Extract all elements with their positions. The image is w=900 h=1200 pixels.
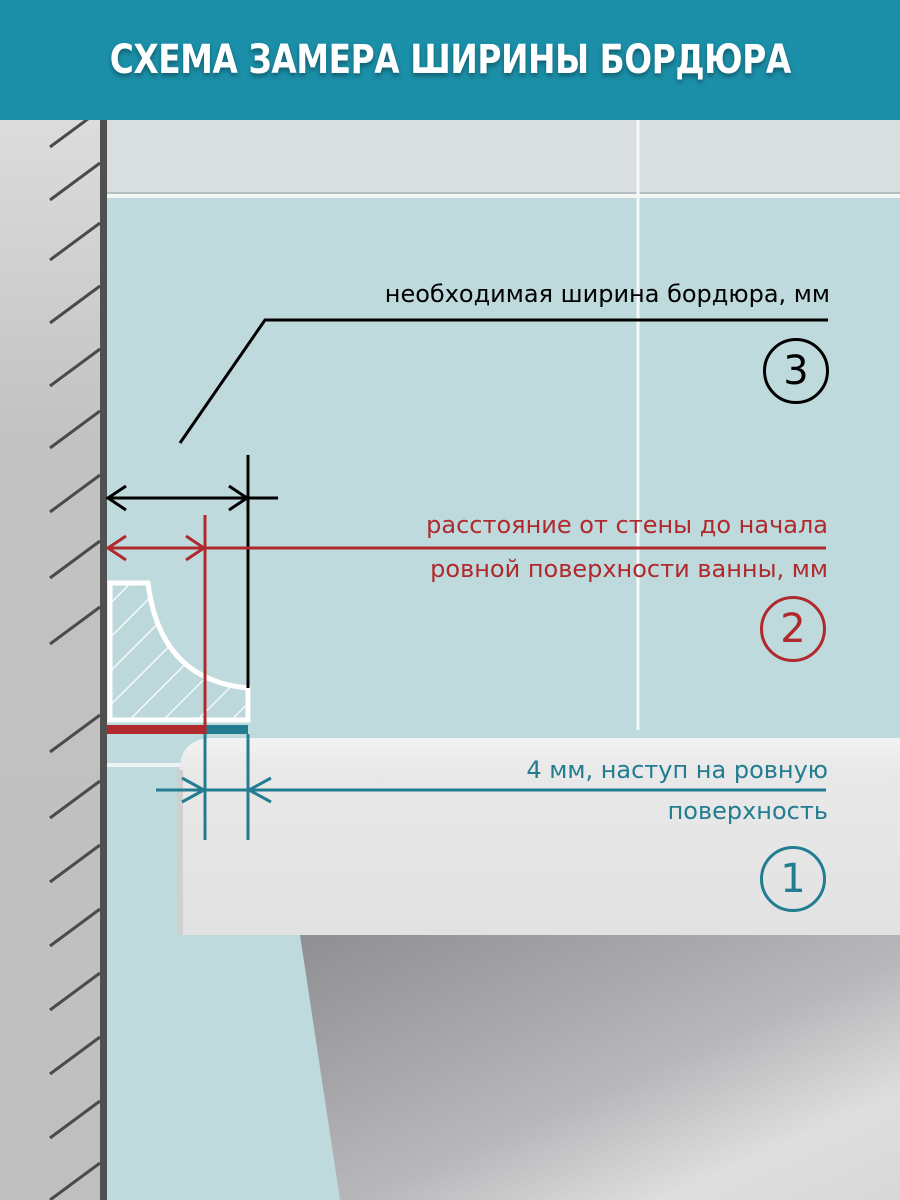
label-overlap-line1: 4 мм, наступ на ровную	[526, 756, 828, 784]
label-wall-distance-line1: расстояние от стены до начала	[426, 511, 828, 539]
label-overlap-line2: поверхность	[667, 797, 828, 825]
bathtub-side	[300, 935, 900, 1200]
header-banner: СХЕМА ЗАМЕРА ШИРИНЫ БОРДЮРА	[0, 0, 900, 120]
dimension-1-lines	[156, 734, 826, 840]
dimension-2-lines	[105, 515, 826, 736]
marker-3: 3	[763, 338, 829, 404]
wall-section	[0, 120, 104, 1200]
wall-line	[100, 120, 107, 1200]
marker-2: 2	[760, 596, 826, 662]
label-required-width: необходимая ширина бордюра, мм	[384, 280, 830, 308]
page-title: СХЕМА ЗАМЕРА ШИРИНЫ БОРДЮРА	[109, 37, 791, 83]
label-wall-distance-line2: ровной поверхности ванны, мм	[430, 555, 828, 583]
marker-1: 1	[760, 846, 826, 912]
dimension-3-lines	[105, 318, 828, 688]
wall-hatching	[49, 120, 101, 1200]
bathtub-rim	[180, 738, 900, 935]
